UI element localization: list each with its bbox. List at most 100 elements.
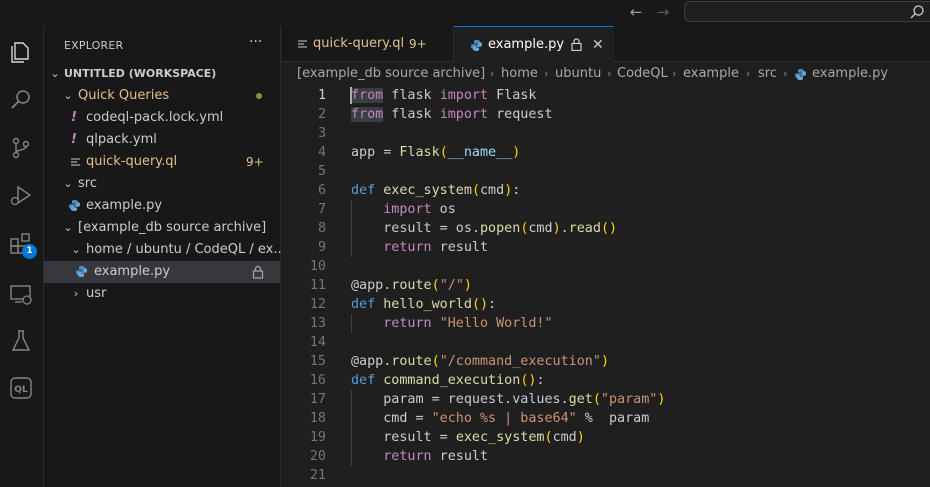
command-center-search[interactable] <box>684 1 930 22</box>
line-number: 10 <box>309 259 326 274</box>
breadcrumb-item[interactable]: CodeQL <box>617 66 668 81</box>
code-line[interactable]: def exec_system(cmd): <box>351 183 521 198</box>
tree-item-codeql-pack-lock[interactable]: ! codeql-pack.lock.yml <box>44 107 280 129</box>
line-number: 15 <box>309 354 326 369</box>
search-icon[interactable] <box>6 85 36 115</box>
line-number: 12 <box>309 297 326 312</box>
chevron-right-icon: › <box>544 67 549 80</box>
code-line[interactable]: result = os.popen(cmd).read() <box>351 221 618 236</box>
tree-item-label: example.py <box>86 198 163 213</box>
line-number: 16 <box>309 373 326 388</box>
breadcrumb-item[interactable]: [example_db source archive] <box>297 66 486 81</box>
breadcrumb-item[interactable]: example <box>683 66 739 81</box>
tree-item-quick-query[interactable]: quick-query.ql 9+ <box>44 151 280 173</box>
yaml-file-icon: ! <box>71 132 77 147</box>
code-line[interactable]: result = exec_system(cmd) <box>351 430 585 445</box>
testing-icon[interactable] <box>6 326 36 356</box>
tree-item-quick-queries[interactable]: ⌄ Quick Queries <box>44 85 280 107</box>
arrow-left-icon[interactable]: ← <box>629 3 643 21</box>
breadcrumb: [example_db source archive] › home › ubu… <box>282 62 930 86</box>
line-number: 6 <box>317 183 326 198</box>
tree-item-example-py-archive[interactable]: example.py <box>44 261 280 283</box>
code-line[interactable]: return result <box>383 240 489 255</box>
code-line[interactable]: from flask import Flask <box>351 88 537 103</box>
problems-badge: 9+ <box>409 37 427 51</box>
breadcrumb-item[interactable]: src <box>758 66 777 81</box>
tree-item-label: [example_db source archive] <box>78 220 267 235</box>
tree-item-home-path[interactable]: ⌄ home / ubuntu / CodeQL / ex... <box>44 239 285 261</box>
modified-dot <box>256 93 262 99</box>
indent-guide <box>351 314 352 333</box>
workspace-label: UNTITLED (WORKSPACE) <box>64 67 217 80</box>
code-line[interactable]: @app.route("/command_execution") <box>351 354 609 369</box>
tab-bar: quick-query.ql 9+ example.py ✕ <box>282 26 930 62</box>
ql-file-icon <box>71 158 80 166</box>
code-line[interactable]: import os <box>383 202 456 217</box>
line-number: 9 <box>317 240 326 255</box>
line-number: 13 <box>309 316 326 331</box>
code-line[interactable]: from flask import request <box>351 107 553 122</box>
chevron-right-icon: › <box>672 67 677 80</box>
chevron-down-icon: ⌄ <box>71 243 81 256</box>
tree-item-usr[interactable]: › usr <box>44 283 280 305</box>
explorer-sidebar: EXPLORER ··· ⌄ UNTITLED (WORKSPACE) ⌄ Qu… <box>44 26 286 487</box>
tree-item-label: codeql-pack.lock.yml <box>86 110 224 125</box>
tab-quick-query[interactable]: quick-query.ql 9+ <box>282 26 454 62</box>
line-number: 1 <box>317 88 326 103</box>
tree-item-example-py[interactable]: example.py <box>44 195 280 217</box>
tree-item-label: home / ubuntu / CodeQL / ex... <box>86 242 286 257</box>
tree-item-qlpack[interactable]: ! qlpack.yml <box>44 129 280 151</box>
breadcrumb-item[interactable]: home <box>501 66 538 81</box>
chevron-right-icon: › <box>490 67 495 80</box>
code-line[interactable]: cmd = "echo %s | base64" % param <box>351 411 650 426</box>
tab-label: example.py <box>488 37 565 52</box>
code-line[interactable]: return "Hello World!" <box>383 316 553 331</box>
chevron-down-icon: ⌄ <box>50 67 60 80</box>
workspace-header[interactable]: ⌄ UNTITLED (WORKSPACE) <box>44 63 280 85</box>
remote-explorer-icon[interactable] <box>6 279 36 309</box>
code-line[interactable]: @app.route("/") <box>351 278 472 293</box>
tree-item-label: qlpack.yml <box>86 132 157 147</box>
tab-label: quick-query.ql <box>313 36 405 51</box>
line-number: 21 <box>309 468 326 483</box>
python-file-icon <box>471 40 482 51</box>
tree-item-src[interactable]: ⌄ src <box>44 173 280 195</box>
breadcrumb-item[interactable]: example.py <box>812 66 889 81</box>
yaml-file-icon: ! <box>71 110 77 125</box>
extensions-icon[interactable]: 1 <box>6 229 37 259</box>
codeql-icon[interactable]: QL <box>6 373 36 403</box>
more-actions-icon[interactable]: ··· <box>249 34 263 50</box>
sidebar-title: EXPLORER <box>64 39 124 52</box>
chevron-right-icon: › <box>746 67 751 80</box>
python-file-icon <box>69 200 80 211</box>
code-line[interactable]: param = request.values.get("param") <box>351 392 666 407</box>
tree-item-label: Quick Queries <box>78 88 170 103</box>
arrow-right-icon[interactable]: → <box>656 3 670 21</box>
close-icon[interactable]: ✕ <box>592 37 604 53</box>
code-line[interactable]: return result <box>383 449 489 464</box>
explorer-icon[interactable] <box>6 37 36 67</box>
tab-example-py[interactable]: example.py ✕ <box>454 26 614 62</box>
python-file-icon <box>795 69 806 80</box>
line-number: 17 <box>309 392 326 407</box>
tree-item-source-archive[interactable]: ⌄ [example_db source archive] <box>44 217 280 239</box>
lock-icon <box>571 38 582 51</box>
run-debug-icon[interactable] <box>6 181 36 211</box>
tree-item-label: usr <box>86 286 107 301</box>
line-number: 18 <box>309 411 326 426</box>
code-line[interactable]: def hello_world(): <box>351 297 497 312</box>
svg-text:QL: QL <box>14 385 28 395</box>
source-control-icon[interactable] <box>6 133 36 163</box>
code-line[interactable]: def command_execution(): <box>351 373 545 388</box>
tree-item-label: quick-query.ql <box>86 154 178 169</box>
breadcrumb-item[interactable]: ubuntu <box>555 66 602 81</box>
search-icon <box>910 5 924 19</box>
chevron-down-icon: ⌄ <box>63 221 73 234</box>
indent-guide <box>351 200 352 257</box>
line-number: 11 <box>309 278 326 293</box>
activity-bar: 1 QL <box>0 26 44 487</box>
line-number: 19 <box>309 430 326 445</box>
code-line[interactable]: app = Flask(__name__) <box>351 145 521 160</box>
tree-item-label: src <box>78 176 97 191</box>
